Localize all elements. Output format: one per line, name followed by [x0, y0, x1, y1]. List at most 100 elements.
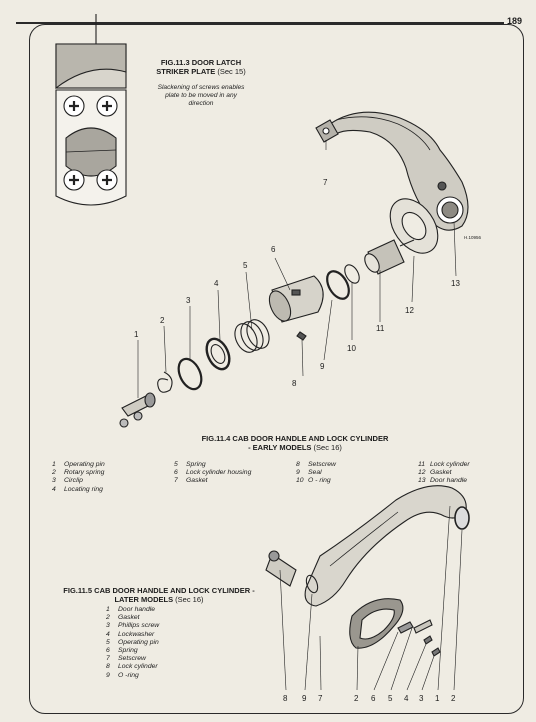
legend-label: Lockwasher	[118, 630, 155, 638]
fig-11-5-callout: 2	[451, 694, 456, 703]
fig-11-5-leader-lines	[279, 505, 463, 691]
fig-11-4-sec: (Sec 16)	[313, 443, 342, 452]
legend-num: 8	[106, 663, 110, 671]
legend-num: 2	[106, 614, 110, 622]
callout-13: 13	[451, 279, 460, 288]
early-handle-exploded-drawing	[119, 111, 469, 428]
note-line-2: plate to be moved in any	[165, 92, 237, 99]
callout-2: 2	[160, 316, 165, 325]
fig-11-5-caption: FIG.11.5 CAB DOOR HANDLE AND LOCK CYLIND…	[44, 586, 274, 604]
fig-11-4-leader-lines	[137, 140, 457, 398]
legend-label: Rotary spring	[64, 469, 105, 477]
legend-label: Gasket	[118, 614, 140, 622]
legend-num: 3	[106, 622, 110, 630]
callout-12: 12	[405, 306, 414, 315]
legend-num: 9	[106, 671, 110, 679]
legend-num: 13	[418, 477, 426, 485]
callout-1: 1	[134, 330, 139, 339]
fig-11-5-callout: 3	[419, 694, 424, 703]
legend-num: 11	[418, 461, 426, 468]
later-handle-drawing	[265, 485, 470, 657]
legend-item: 6 Lock cylinder housing	[174, 469, 294, 477]
fig-11-5-sec: (Sec 16)	[175, 595, 204, 604]
fig-11-5-callout: 4	[404, 694, 409, 703]
legend-label: Circlip	[64, 477, 83, 485]
legend-label: Lock cylinder	[430, 461, 470, 468]
legend-num: 4	[106, 630, 110, 638]
legend-label: Lock cylinder housing	[186, 469, 252, 477]
legend-item: 7 Setscrew	[106, 655, 226, 663]
legend-item: 8 Lock cylinder	[106, 663, 226, 671]
legend-num: 9	[296, 469, 300, 477]
legend-label: O - ring	[308, 477, 331, 485]
note-line-3: direction	[188, 100, 214, 107]
legend-label: Door handle	[430, 477, 468, 485]
fig-11-4-title: FIG.11.4 CAB DOOR HANDLE AND LOCK CYLIND…	[201, 434, 389, 443]
legend-num: 1	[52, 461, 56, 468]
legend-label: Gasket	[430, 469, 452, 477]
legend-label: Door handle	[118, 606, 156, 613]
legend-item: 9 O -ring	[106, 672, 226, 680]
callout-11: 11	[376, 324, 385, 333]
fig-11-4-legend-col-4: 11 Lock cylinder 12 Gasket 13 Door handle	[418, 461, 518, 486]
fig-11-4-title-line-2: - EARLY MODELS (Sec 16)	[150, 443, 440, 452]
fig-11-5-callout: 5	[388, 694, 393, 703]
fig-11-5-callout: 1	[435, 694, 440, 703]
fig-11-4-title-2: - EARLY MODELS	[248, 443, 312, 452]
fig-11-5-callout: 2	[354, 694, 359, 703]
drawing-reference: H.10956	[464, 235, 482, 240]
fig-11-5-title: FIG.11.5 CAB DOOR HANDLE AND LOCK CYLIND…	[63, 586, 255, 595]
fig-11-3-caption: FIG.11.3 DOOR LATCH STRIKER PLATE (Sec 1…	[136, 58, 266, 76]
fig-11-3-title-2: STRIKER PLATE	[156, 67, 216, 76]
callout-3: 3	[186, 296, 191, 305]
legend-label: Gasket	[186, 477, 208, 485]
legend-label: Seal	[308, 469, 322, 477]
legend-num: 12	[418, 469, 426, 477]
legend-num: 3	[52, 477, 56, 485]
striker-plate-drawing	[55, 14, 127, 206]
fig-11-3-sec: (Sec 15)	[217, 67, 246, 76]
legend-num: 4	[52, 485, 56, 493]
callout-8: 8	[292, 379, 297, 388]
legend-num: 6	[174, 469, 178, 477]
legend-label: Phillips screw	[118, 622, 160, 630]
legend-num: 8	[296, 461, 300, 468]
legend-num: 7	[106, 655, 110, 663]
fig-11-4-caption: FIG.11.4 CAB DOOR HANDLE AND LOCK CYLIND…	[150, 434, 440, 452]
callout-9: 9	[320, 362, 325, 371]
legend-item: 12 Gasket	[418, 469, 518, 477]
legend-num: 6	[106, 647, 110, 655]
legend-label: Setscrew	[118, 655, 146, 663]
legend-item: 11 Lock cylinder	[418, 461, 518, 469]
legend-item: 9 Seal	[296, 469, 406, 477]
fig-11-3-title: FIG.11.3 DOOR LATCH	[160, 58, 242, 67]
page-frame	[29, 24, 524, 714]
callout-6: 6	[271, 245, 276, 254]
legend-item: 13 Door handle	[418, 477, 518, 485]
callout-10: 10	[347, 344, 356, 353]
legend-label: Lock cylinder	[118, 663, 158, 671]
fig-11-5-callout: 7	[318, 694, 323, 703]
callout-7: 7	[323, 178, 328, 187]
page-number: 189	[503, 16, 522, 26]
legend-label: O -ring	[118, 671, 139, 679]
header-rule	[16, 22, 514, 24]
legend-item: 3 Circlip	[52, 477, 172, 485]
legend-num: 5	[174, 461, 178, 468]
callout-4: 4	[214, 279, 219, 288]
